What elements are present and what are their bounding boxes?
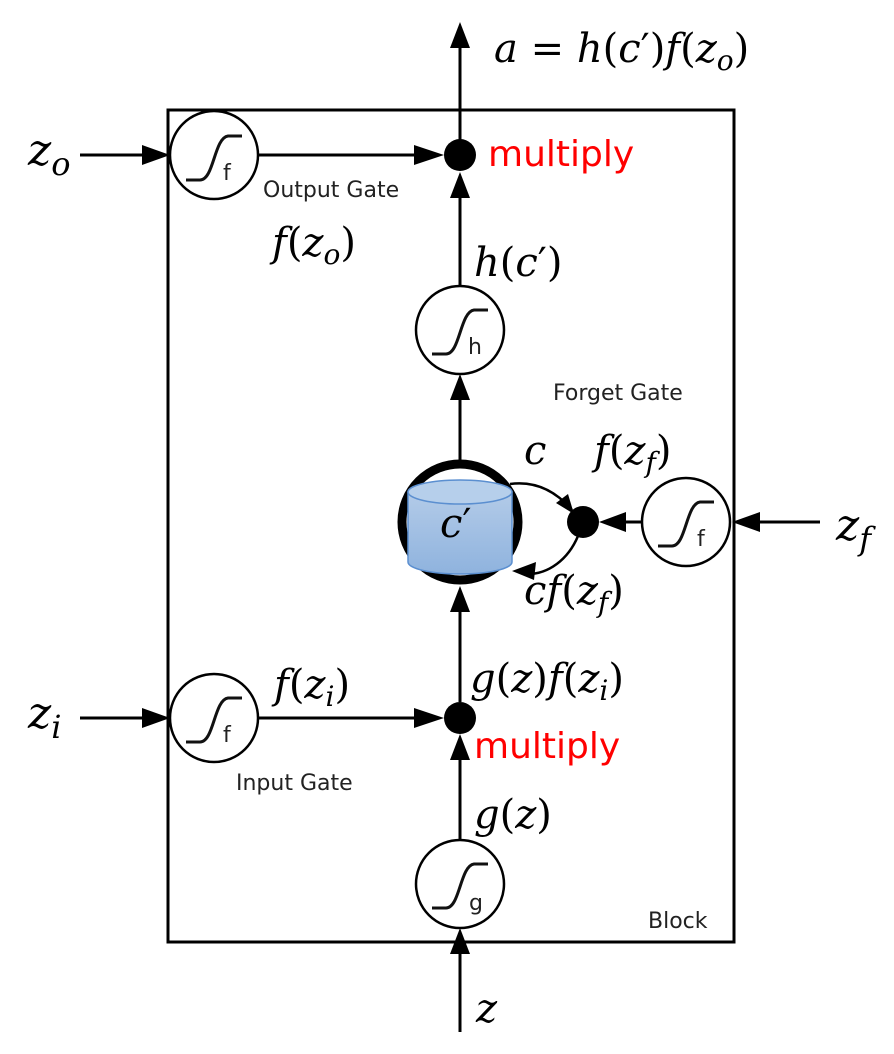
h-activation-circle: h <box>414 284 506 376</box>
cell-to-h-arrowhead <box>450 374 470 400</box>
input-gate-activation-label: f <box>223 723 232 748</box>
input-gate-label: Input Gate <box>236 771 353 796</box>
sigmoid-icon <box>186 696 242 744</box>
input-multiply-node <box>444 702 476 734</box>
output-expression: a = h(c′)f(zo) <box>494 26 749 77</box>
forget-gate-activation-label: f <box>697 527 706 552</box>
block-frame <box>166 108 736 944</box>
forget-multiply-node <box>567 506 599 538</box>
g-to-multiply-arrowhead <box>450 734 470 760</box>
forget-gate-value: f(zf) <box>591 428 671 479</box>
g-activation-circle: g <box>414 838 506 930</box>
sigmoid-icon <box>432 862 488 910</box>
zf-input-label: zf <box>835 500 876 558</box>
input-gate-arrowhead <box>414 708 444 728</box>
sigmoid-icon <box>658 500 714 548</box>
g-output-value: g(z) <box>474 792 552 838</box>
output-gate-arrowhead <box>414 145 444 165</box>
input-multiply-label: multiply <box>474 726 620 767</box>
cell-cylinder-top <box>407 479 513 505</box>
forget-gate-label: Forget Gate <box>553 381 683 406</box>
output-multiply-node <box>444 139 476 171</box>
output-arrowhead <box>450 22 470 48</box>
output-gate-label: Output Gate <box>263 178 399 203</box>
sigmoid-icon <box>432 308 488 356</box>
forget-product-value: cf(zf) <box>524 568 624 619</box>
input-gate-value: f(zi) <box>271 662 350 713</box>
h-to-multiply-arrowhead <box>450 172 470 198</box>
zo-input-label: zo <box>27 125 70 183</box>
output-gate-value: f(zo) <box>269 220 356 271</box>
zf-input-arrowhead <box>732 512 760 532</box>
g-activation-label: g <box>469 891 483 916</box>
cell-cylinder-body <box>407 491 513 575</box>
cell-label: c′ <box>440 501 472 547</box>
input-product-value: g(z)f(zi) <box>470 656 624 707</box>
forget-gate-circle: f <box>640 476 732 568</box>
zi-input-label: zi <box>27 688 61 746</box>
prev-cell-label: c <box>524 428 546 474</box>
cf-arc-arrowhead <box>512 562 536 580</box>
output-multiply-label: multiply <box>488 134 634 175</box>
memory-cell <box>397 459 523 585</box>
z-input-arrowhead <box>450 928 470 954</box>
input-gate-circle: f <box>168 672 260 764</box>
multiply-to-cell-arrowhead <box>450 586 470 612</box>
z-input-label: z <box>475 986 498 1032</box>
c-arc-arrowhead <box>556 494 574 514</box>
sigmoid-icon <box>186 134 242 182</box>
h-activation-label: h <box>468 335 482 360</box>
h-output-value: h(c′) <box>474 240 562 286</box>
output-gate-circle: f <box>168 109 260 201</box>
block-label: Block <box>648 909 708 934</box>
zi-input-arrowhead <box>142 708 170 728</box>
output-gate-activation-label: f <box>223 161 232 186</box>
zo-input-arrowhead <box>142 145 170 165</box>
forget-gate-arrowhead <box>599 512 626 532</box>
